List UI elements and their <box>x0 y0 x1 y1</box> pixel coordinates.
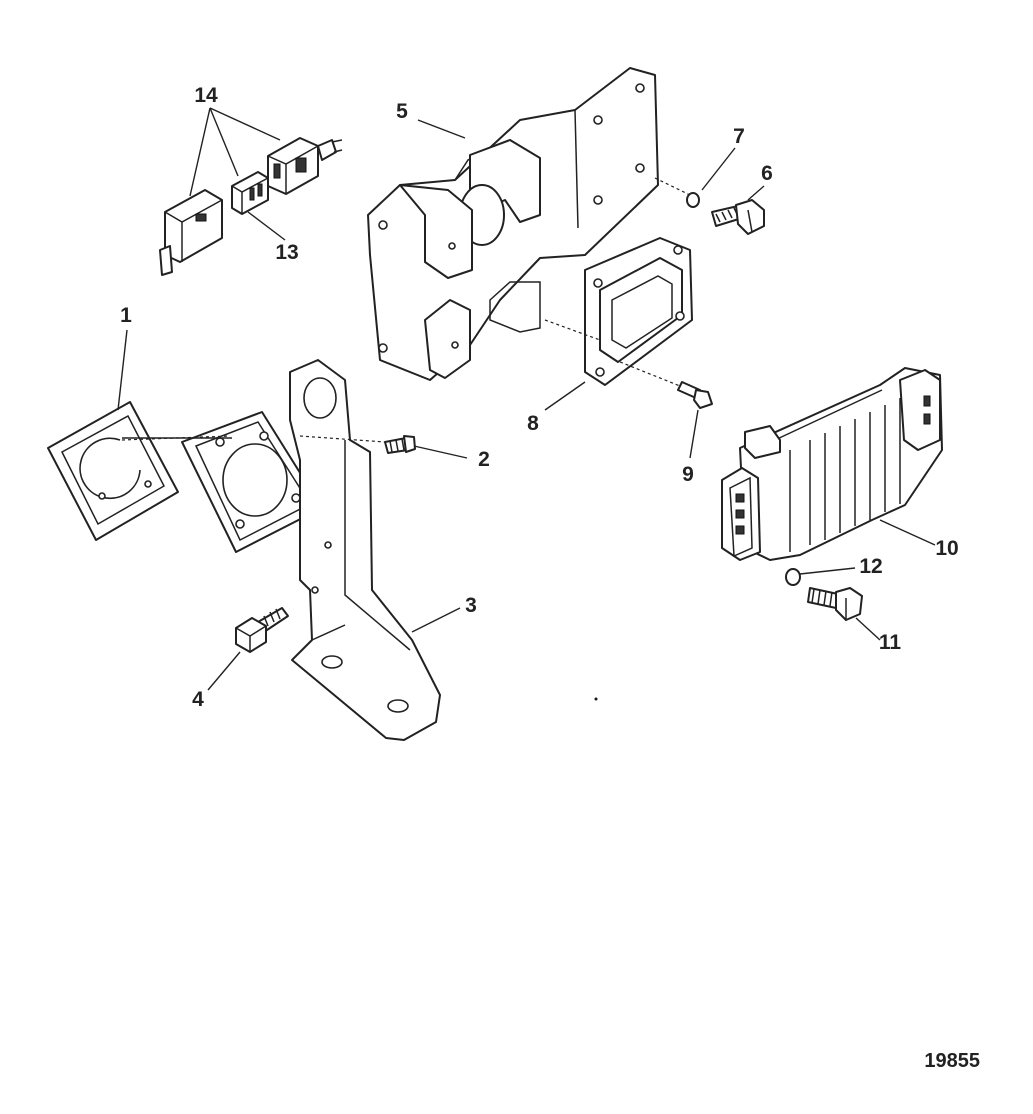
callout-12: 12 <box>859 555 882 578</box>
l-bracket-3 <box>289 359 441 741</box>
figure-number: 19855 <box>924 1050 980 1072</box>
callout-14: 14 <box>194 84 218 107</box>
screw-9 <box>677 381 713 409</box>
callout-8: 8 <box>527 412 539 435</box>
callout-5: 5 <box>396 100 408 123</box>
mounting-bracket-5 <box>367 67 659 381</box>
hex-bolt-4 <box>235 607 289 653</box>
leader-lines <box>117 107 936 691</box>
ecm-module-8 <box>544 237 696 393</box>
callout-1: 1 <box>120 304 132 327</box>
callout-7: 7 <box>733 125 745 148</box>
connector-assembly <box>159 137 343 276</box>
bolt-6-and-washer-7 <box>654 177 765 235</box>
callout-2: 2 <box>478 448 490 471</box>
ignition-module-10 <box>721 367 943 561</box>
gasket-plate <box>121 411 323 553</box>
callout-4: 4 <box>192 688 204 711</box>
screw-2 <box>384 435 416 454</box>
callout-9: 9 <box>682 463 694 486</box>
callout-3: 3 <box>465 594 477 617</box>
gasket-1 <box>47 401 179 541</box>
callout-6: 6 <box>761 162 773 185</box>
callout-10: 10 <box>935 537 958 560</box>
callout-13: 13 <box>275 241 298 264</box>
callout-labels: 1 2 3 4 5 6 7 8 9 10 11 12 13 14 <box>120 84 959 711</box>
bolt-11-and-washer-12 <box>785 568 863 621</box>
callout-11: 11 <box>879 631 902 654</box>
